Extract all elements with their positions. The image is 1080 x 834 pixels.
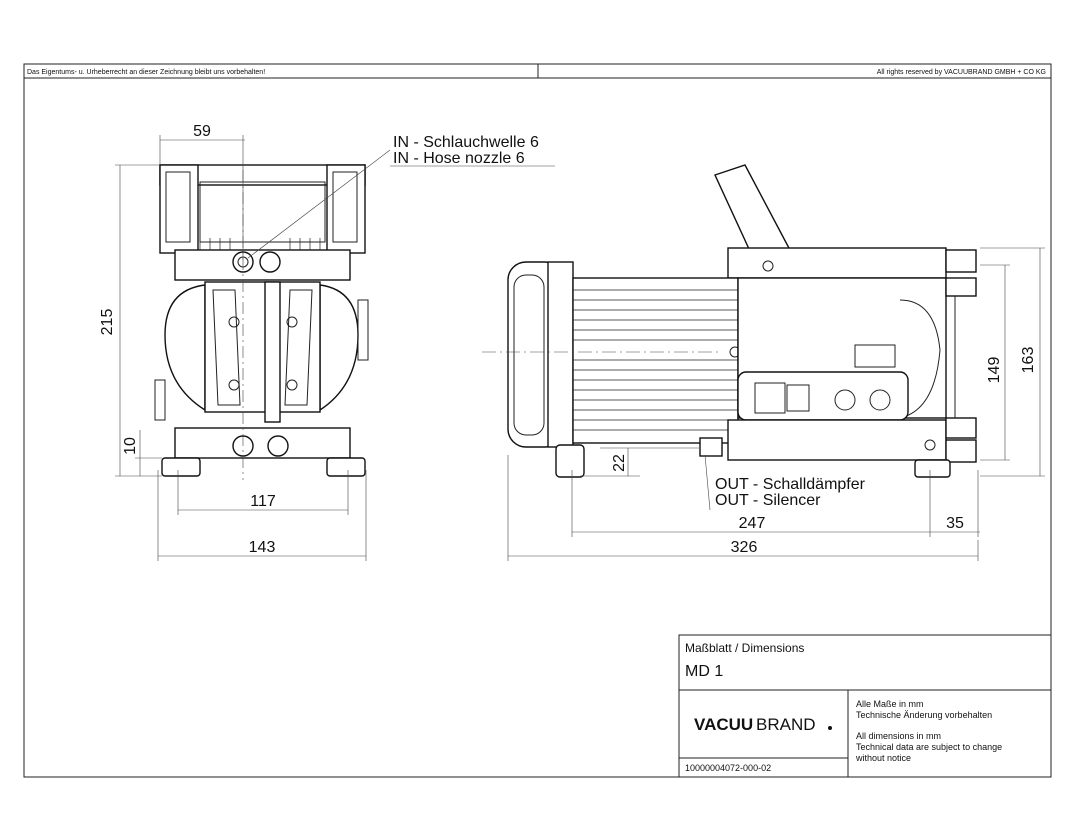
side-rear-foot — [914, 459, 951, 478]
dim-247: 247 — [739, 515, 766, 532]
side-dimensions: 22 149 163 247 35 326 — [507, 247, 1045, 561]
front-center-rib — [264, 281, 281, 423]
dim-22: 22 — [611, 454, 628, 472]
fitting-top — [945, 249, 977, 273]
brand-logo-regular: BRAND — [756, 715, 816, 734]
dim-215: 215 — [99, 309, 116, 336]
front-right-foot — [326, 457, 366, 477]
front-lower-head — [174, 427, 351, 459]
dim-35: 35 — [946, 515, 964, 532]
inlet-label-de: IN - Schlauchwelle 6 — [393, 134, 539, 151]
inlet-callout: IN - Schlauchwelle 6 IN - Hose nozzle 6 — [247, 134, 555, 259]
dim-117: 117 — [250, 493, 276, 510]
fuse-holder — [834, 389, 856, 411]
fitting-bottom — [945, 439, 977, 463]
side-top-rail — [727, 247, 947, 279]
note-de-2: Technische Änderung vorbehalten — [856, 710, 992, 720]
front-dimensions: 59 215 10 117 143 — [99, 123, 367, 561]
power-socket — [754, 382, 786, 414]
dim-143: 143 — [249, 539, 276, 556]
side-motor-body — [572, 277, 739, 444]
dim-163: 163 — [1020, 347, 1037, 374]
brand-logo-bold: VACUU — [694, 715, 753, 734]
outlet-label-en: OUT - Silencer — [715, 492, 821, 509]
title-model: MD 1 — [685, 663, 723, 680]
note-en-1: All dimensions in mm — [856, 731, 941, 741]
side-front-foot — [555, 444, 585, 478]
brand-logo-dot — [828, 726, 832, 730]
power-switch — [786, 384, 810, 412]
rating-plate — [854, 344, 896, 368]
front-right-diaphragm — [319, 284, 359, 412]
outlet-silencer — [699, 437, 723, 457]
front-view — [154, 164, 369, 480]
dim-149: 149 — [986, 357, 1003, 384]
ground-terminal — [869, 389, 891, 411]
outlet-callout: OUT - Schalldämpfer OUT - Silencer — [704, 454, 866, 511]
front-left-diaphragm — [164, 284, 206, 412]
header-right-notice: All rights reserved by VACUUBRAND GMBH +… — [877, 69, 1046, 76]
note-en-3: without notice — [855, 753, 911, 763]
drawing-number: 10000004072-000-02 — [685, 763, 771, 773]
dim-59: 59 — [193, 123, 211, 140]
outlet-label-de: OUT - Schalldämpfer — [715, 476, 866, 493]
inlet-label-en: IN - Hose nozzle 6 — [393, 150, 525, 167]
dim-326: 326 — [731, 539, 758, 556]
side-view — [482, 164, 977, 478]
front-housing — [204, 281, 321, 413]
title-block: Maßblatt / Dimensions MD 1 VACUU BRAND A… — [678, 634, 1052, 778]
note-de-1: Alle Maße in mm — [856, 699, 924, 709]
side-bottom-rail — [727, 419, 947, 461]
title-heading: Maßblatt / Dimensions — [685, 641, 804, 655]
dim-10: 10 — [122, 437, 139, 455]
note-en-2: Technical data are subject to change — [856, 742, 1002, 752]
front-left-foot — [161, 457, 201, 477]
header-left-notice: Das Eigentums- u. Urheberrecht an dieser… — [27, 69, 265, 76]
